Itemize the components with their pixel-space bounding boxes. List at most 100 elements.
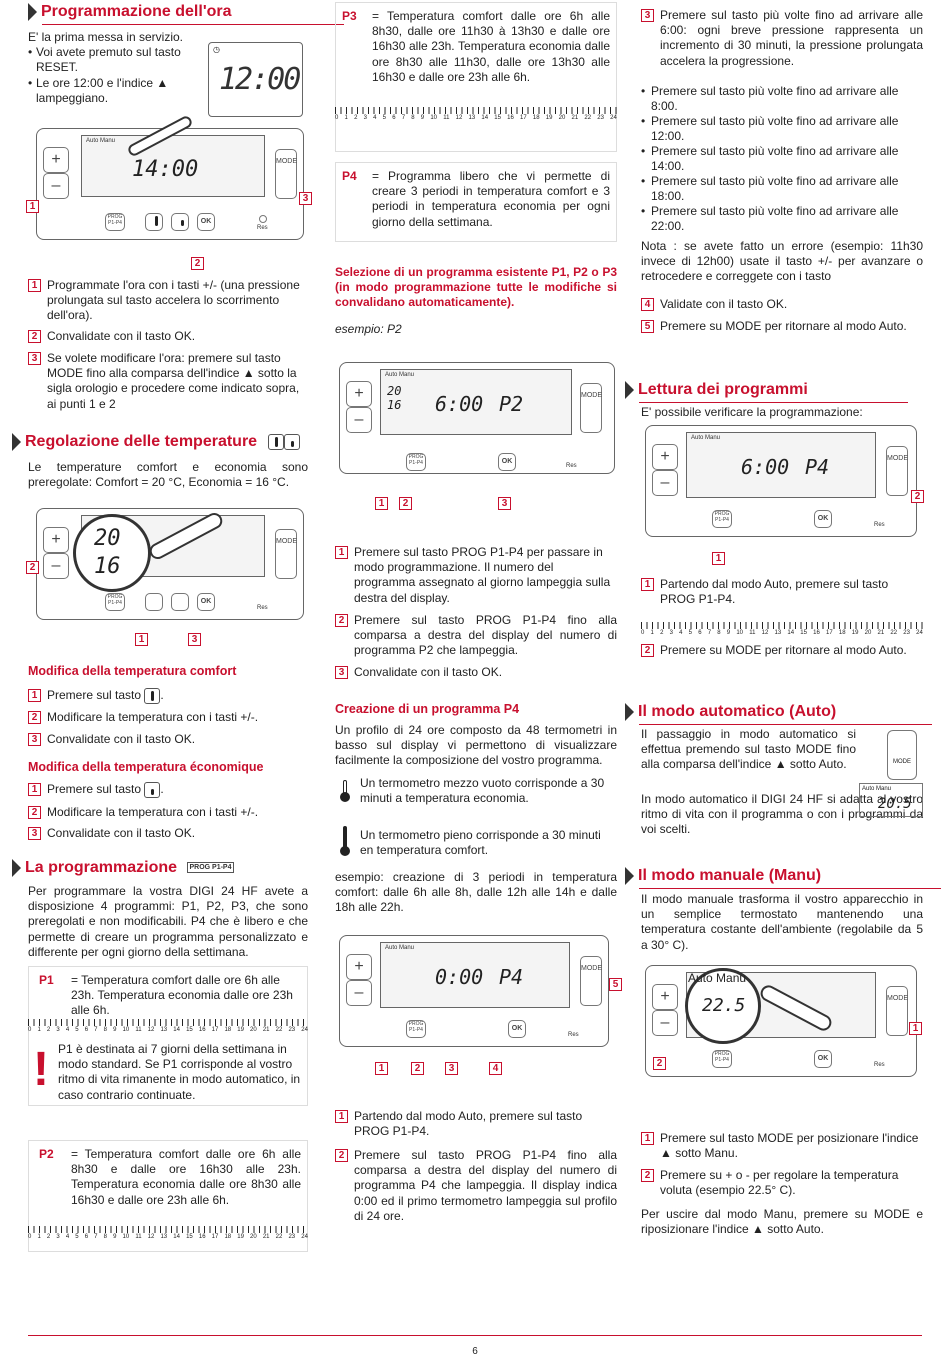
callout-number: 2 [911, 490, 924, 503]
prog-button[interactable]: PROG P1-P4 [712, 1050, 732, 1068]
comfort-temp-button[interactable] [145, 213, 163, 231]
plus-button[interactable]: + [346, 954, 372, 980]
prog-button[interactable]: PROG P1-P4 [406, 453, 426, 471]
select-program-title: Selezione di un programma esistente P1, … [335, 265, 617, 310]
read-intro: E' possibile verificare la programmazion… [641, 405, 863, 419]
hour-tick-label: 17 [825, 630, 833, 636]
hour-tick-label: 20 [250, 1027, 257, 1033]
mode-button[interactable]: MODE [886, 446, 908, 496]
p1-box: P1= Temperatura comfort dalle ore 6h all… [28, 966, 308, 1106]
callout-number: 1 [375, 497, 388, 510]
hour-tick-label: 5 [688, 630, 692, 636]
minus-button[interactable]: – [43, 173, 69, 199]
manu-text: Il modo manuale trasforma il vostro appa… [641, 892, 923, 952]
prog-button[interactable]: PROG P1-P4 [105, 213, 125, 231]
thermostat-device: + – Auto Manu 14:00 MODE PROG P1-P4 OK R… [36, 128, 304, 240]
hour-tick-label: 13 [468, 115, 476, 121]
plus-button[interactable]: + [652, 984, 678, 1010]
auto-manu-label: Auto Manu [385, 945, 415, 951]
plus-button[interactable]: + [652, 444, 678, 470]
hour-tick-label: 13 [160, 1234, 168, 1240]
ok-button[interactable]: OK [498, 453, 516, 471]
minus-button[interactable]: – [652, 1010, 678, 1036]
plus-button[interactable]: + [346, 381, 372, 407]
thermostat-device: + – MODE PROG P1-P4 OK Res [36, 508, 304, 620]
prog-button[interactable]: PROG P1-P4 [712, 510, 732, 528]
thermostat-device: + – Auto Manu 20 16 6:00 P2 MODE PROG P1… [339, 362, 615, 474]
p1-line: P1= Temperatura comfort dalle ore 6h all… [39, 973, 293, 1018]
hour-tick-label: 5 [75, 1027, 79, 1033]
warning-icon: ! [33, 1043, 49, 1096]
lcd-screen: Auto Manu 6:00 P4 [686, 432, 876, 498]
ok-button[interactable]: OK [814, 1050, 832, 1068]
minus-button[interactable]: – [346, 407, 372, 433]
page-number: 6 [472, 1346, 478, 1357]
hour-tick-label: 11 [749, 630, 756, 636]
lcd-closeup: Auto Manu 20.5 [859, 783, 923, 817]
ok-button[interactable]: OK [197, 213, 215, 231]
section-arrow-icon [12, 432, 21, 451]
hour-tick-label: 22 [275, 1027, 283, 1033]
lcd-temperature: 22.5 [702, 995, 746, 1016]
mode-button[interactable]: MODE [275, 149, 297, 199]
minus-button[interactable]: – [43, 553, 69, 579]
prog-button[interactable]: PROG P1-P4 [105, 593, 125, 611]
bullet-item: Premere sul tasto più volte fino ad arri… [641, 204, 923, 234]
temps-intro: Le temperature comfort e economia sono p… [28, 460, 308, 490]
hour-tick-label: 19 [851, 630, 859, 636]
hour-tick-label: 7 [94, 1027, 98, 1033]
hour-tick-label: 20 [250, 1234, 257, 1240]
mode-button[interactable]: MODE [580, 383, 602, 433]
ok-button[interactable]: OK [197, 593, 215, 611]
eco-temp-button[interactable] [171, 213, 189, 231]
hour-tick-label: 22 [275, 1234, 283, 1240]
minus-button[interactable]: – [652, 470, 678, 496]
hour-tick-label: 21 [571, 115, 579, 121]
hour-tick-label: 2 [46, 1027, 51, 1033]
mode-button[interactable]: MODE [886, 986, 908, 1036]
hour-tick-label: 8 [103, 1027, 107, 1033]
minus-button[interactable]: – [346, 980, 372, 1006]
hour-tick-label: 17 [211, 1027, 219, 1033]
lcd-program: P4 [499, 965, 524, 989]
bullet-item: Premere sul tasto più volte fino ad arri… [641, 144, 923, 174]
footer-rule [28, 1335, 922, 1336]
comfort-temp-button[interactable] [145, 593, 163, 611]
magnifier-lens: 20 16 [73, 514, 151, 592]
reset-label: Res [874, 1062, 885, 1068]
ok-button[interactable]: OK [508, 1020, 526, 1038]
hour-tick-label: 5 [382, 115, 386, 121]
ok-button[interactable]: OK [814, 510, 832, 528]
mode-button[interactable]: MODE [275, 529, 297, 579]
callout-number: 2 [411, 1062, 424, 1075]
mode-button[interactable]: MODE [887, 730, 917, 780]
prog-button[interactable]: PROG P1-P4 [406, 1020, 426, 1038]
mode-button[interactable]: MODE [580, 956, 602, 1006]
lcd-time: 12:00 [219, 62, 301, 97]
hour-tick-label: 19 [237, 1234, 244, 1240]
callout-number: 4 [489, 1062, 502, 1075]
eco-temp-button[interactable] [171, 593, 189, 611]
auto-text-2: In modo automatico il DIGI 24 HF si adat… [641, 792, 923, 837]
reset-button[interactable] [259, 215, 267, 223]
hour-tick-label: 3 [56, 1234, 60, 1240]
callout-number: 1 [135, 633, 148, 646]
hour-tick-label: 14 [787, 630, 795, 636]
hour-tick-label: 6 [84, 1027, 89, 1033]
hour-tick-label: 5 [75, 1234, 79, 1240]
callout-number: 1 [375, 1062, 388, 1075]
plus-button[interactable]: + [43, 527, 69, 553]
hour-tick-label: 9 [420, 115, 425, 121]
plus-button[interactable]: + [43, 147, 69, 173]
prog-badge-icon: PROG P1-P4 [187, 862, 234, 874]
hour-tick-label: 16 [198, 1234, 206, 1240]
callout-number: 2 [26, 561, 39, 574]
hour-tick-label: 20 [864, 630, 872, 636]
